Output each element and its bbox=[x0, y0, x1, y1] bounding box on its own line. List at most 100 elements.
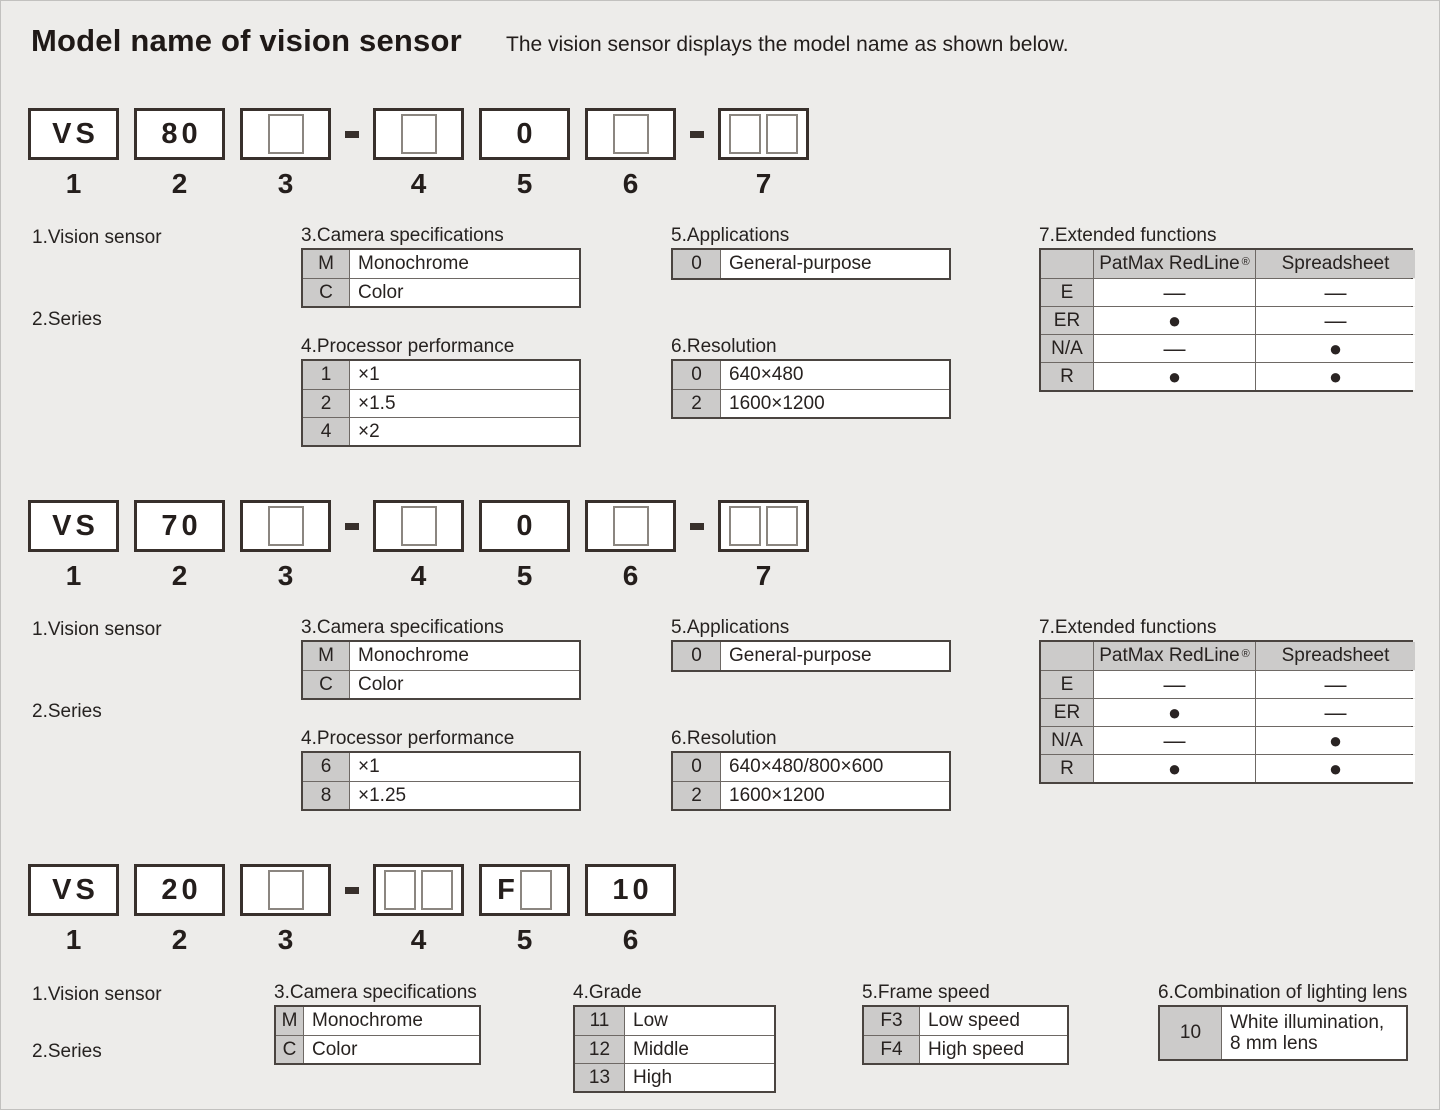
position-number: 2 bbox=[171, 168, 188, 199]
page-subtitle: The vision sensor displays the model nam… bbox=[506, 33, 1069, 56]
spec-value: Monochrome bbox=[350, 250, 579, 278]
position-number: 3 bbox=[277, 560, 294, 591]
model-text: F bbox=[497, 873, 515, 906]
spec-title: 6.Combination of lighting lens bbox=[1158, 982, 1408, 1003]
position-number: 1 bbox=[65, 560, 82, 591]
spec-key: 2 bbox=[303, 390, 350, 417]
model-box-4 bbox=[373, 108, 464, 160]
position-number: 5 bbox=[516, 924, 533, 955]
vs80-model-row: VS 80 0 1 2 3 4 5 6 7 bbox=[1, 108, 1439, 208]
spec-key: E bbox=[1041, 279, 1094, 306]
spec-title: 4.Processor performance bbox=[301, 728, 515, 749]
spec-table: 10 White illumination, 8 mm lens bbox=[1158, 1005, 1408, 1061]
spec-value: Monochrome bbox=[350, 642, 579, 670]
table-row: 2×1.5 bbox=[303, 389, 579, 417]
matrix-cell: — bbox=[1255, 279, 1415, 306]
table-row: N/A — ● bbox=[1041, 726, 1415, 754]
spec-key: C bbox=[303, 279, 350, 306]
vision-sensor-label: 1.Vision sensor bbox=[32, 984, 162, 1005]
table-header-row: PatMax RedLine® Spreadsheet bbox=[1041, 642, 1415, 670]
model-box-4 bbox=[373, 500, 464, 552]
model-box-6 bbox=[585, 500, 676, 552]
placeholder-square bbox=[267, 506, 304, 546]
matrix-cell: — bbox=[1094, 279, 1255, 306]
placeholder-square bbox=[612, 506, 649, 546]
position-number: 4 bbox=[410, 168, 427, 199]
spec-key: 0 bbox=[673, 642, 721, 670]
spec-key: C bbox=[303, 671, 350, 698]
vs70-model-row: VS 70 0 1 2 3 4 5 6 7 bbox=[1, 500, 1439, 600]
spec-title: 6.Resolution bbox=[671, 728, 777, 749]
matrix-cell: ● bbox=[1255, 755, 1415, 782]
spec-key: R bbox=[1041, 363, 1094, 390]
model-box-5: F bbox=[479, 864, 570, 916]
position-number: 2 bbox=[171, 924, 188, 955]
separator-dash bbox=[345, 887, 359, 894]
model-box-2: 80 bbox=[134, 108, 225, 160]
model-box-4 bbox=[373, 864, 464, 916]
spec-key: 1 bbox=[303, 361, 350, 389]
spec-key: F4 bbox=[864, 1036, 920, 1063]
matrix-cell: — bbox=[1094, 335, 1255, 362]
placeholder-square bbox=[766, 114, 798, 154]
position-number: 4 bbox=[410, 560, 427, 591]
table-row: 4×2 bbox=[303, 417, 579, 445]
position-number: 5 bbox=[516, 168, 533, 199]
table-row: E — — bbox=[1041, 278, 1415, 306]
spec-key: 0 bbox=[673, 753, 721, 781]
model-box-1: VS bbox=[28, 864, 119, 916]
model-text: 20 bbox=[161, 873, 202, 906]
spec-key: N/A bbox=[1041, 727, 1094, 754]
vs70-processor-spec: 4.Processor performance 6×1 8×1.25 bbox=[301, 728, 581, 811]
matrix-cell: ● bbox=[1255, 727, 1415, 754]
spec-title: 5.Applications bbox=[671, 225, 790, 246]
model-box-3 bbox=[240, 108, 331, 160]
spec-title: 4.Processor performance bbox=[301, 336, 515, 357]
spec-key: 2 bbox=[673, 782, 721, 809]
model-box-2: 70 bbox=[134, 500, 225, 552]
model-text: 10 bbox=[612, 873, 653, 906]
model-text: VS bbox=[52, 509, 99, 542]
column-header: PatMax RedLine® bbox=[1094, 642, 1255, 670]
spec-value: ×1.5 bbox=[350, 390, 579, 417]
spec-value: Monochrome bbox=[304, 1007, 479, 1035]
matrix-cell: ● bbox=[1255, 335, 1415, 362]
placeholder-square bbox=[612, 114, 649, 154]
table-row: 1×1 bbox=[303, 361, 579, 389]
position-number: 7 bbox=[755, 168, 772, 199]
spec-value: General-purpose bbox=[721, 642, 949, 670]
spec-table: PatMax RedLine® Spreadsheet E — — ER ● —… bbox=[1039, 248, 1415, 392]
spec-value: ×2 bbox=[350, 418, 579, 445]
spec-key: 6 bbox=[303, 753, 350, 781]
spec-value-line: White illumination, bbox=[1230, 1012, 1385, 1033]
spec-value: 1600×1200 bbox=[721, 782, 949, 809]
matrix-cell: ● bbox=[1094, 699, 1255, 726]
spec-value: Low bbox=[625, 1007, 774, 1035]
placeholder-square bbox=[421, 870, 453, 910]
spec-table: PatMax RedLine® Spreadsheet E — — ER ● —… bbox=[1039, 640, 1415, 784]
table-row: R ● ● bbox=[1041, 754, 1415, 782]
spec-key: 4 bbox=[303, 418, 350, 445]
table-row: 6×1 bbox=[303, 753, 579, 781]
placeholder-square bbox=[519, 870, 552, 910]
spec-title: 5.Applications bbox=[671, 617, 790, 638]
model-box-2: 20 bbox=[134, 864, 225, 916]
spec-key: N/A bbox=[1041, 335, 1094, 362]
spec-table: 6×1 8×1.25 bbox=[301, 751, 581, 811]
model-text: 80 bbox=[161, 117, 202, 150]
spec-key: M bbox=[303, 250, 350, 278]
spec-key: 10 bbox=[1160, 1007, 1222, 1059]
